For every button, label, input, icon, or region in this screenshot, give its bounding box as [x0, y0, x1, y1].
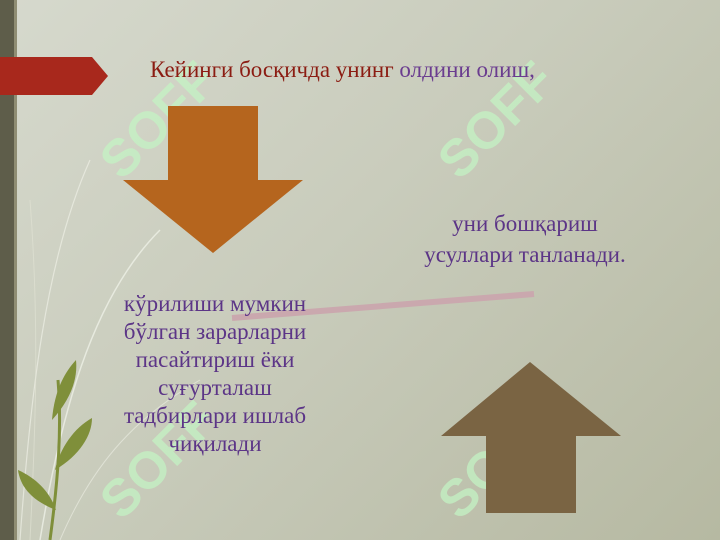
heading-highlight: Кейинги босқичда унинг: [150, 57, 394, 82]
left-text-line-3: пасайтириш ёки: [135, 347, 295, 372]
left-text-line-2: бўлган зарарларни: [123, 319, 307, 344]
watermark-logo-3: SOFF: [92, 400, 222, 530]
curve-line-1: [39, 229, 161, 540]
left-text-block: кўрилиши мумкин бўлган зарарларни пасайт…: [90, 290, 340, 458]
right-text-block: уни бошқариш усуллари танланади.: [390, 208, 660, 270]
divider-line: [231, 291, 535, 321]
heading-rest: олдини олиш,: [393, 57, 535, 82]
slide-heading: Кейинги босқичда унинг олдини олиш,: [150, 57, 630, 83]
leaf-1: [52, 360, 77, 420]
curve-line-3: [59, 379, 201, 540]
right-text-line-1: уни бошқариш: [452, 211, 598, 236]
left-accent-stripe: [14, 0, 17, 540]
left-text-line-4: суғурталаш: [158, 375, 272, 400]
up-arrow: [441, 362, 621, 513]
watermark-logo-2: SOFF: [430, 60, 560, 190]
leaf-2: [55, 418, 92, 470]
leaf-3: [18, 470, 56, 510]
left-text-line-1: кўрилиши мумкин: [123, 291, 307, 316]
pointer-tab: [0, 57, 108, 95]
right-text-line-2: усуллари танланади.: [424, 242, 626, 267]
left-text-line-6: чиқилади: [168, 431, 262, 456]
left-accent-bar: [0, 0, 14, 540]
curve-line-4: [29, 199, 37, 540]
down-arrow: [123, 106, 303, 253]
left-text-line-5: тадбирлари ишлаб: [123, 403, 307, 428]
